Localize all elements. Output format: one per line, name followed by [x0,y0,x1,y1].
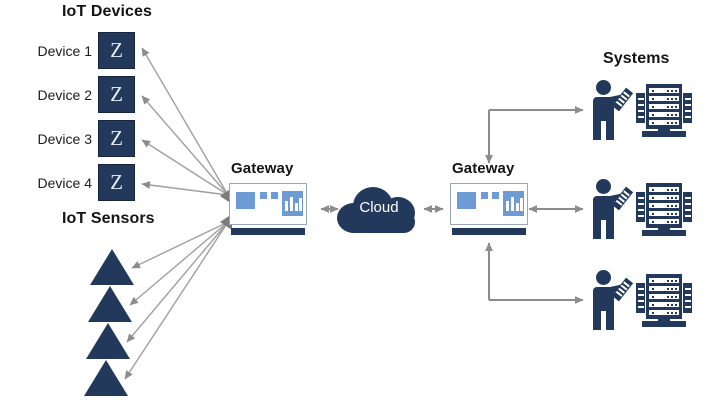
operator-person-icon [588,179,634,239]
gateway-panel-square-icon [457,192,476,209]
links-gateway-to-sensors [124,221,229,380]
sensor-node-3[interactable] [86,323,130,359]
gateway-left-base [231,228,305,235]
label-gateway-left: Gateway [231,160,294,177]
cloud-label: Cloud [359,199,399,216]
link-gateway-right-system-3 [485,242,584,304]
sensor-node-1[interactable] [90,249,134,285]
server-rack-icon [636,181,692,239]
device-label-1: Device 1 [37,43,92,59]
gateway-right-base [452,228,526,235]
tablet-icon [611,186,634,211]
device-label-4: Device 4 [37,175,92,191]
heading-iot-sensors: IoT Sensors [62,210,155,227]
gateway-bar-chart-icon [503,191,524,216]
sensor-node-2[interactable] [88,286,132,322]
sensor-node-4[interactable] [84,360,128,396]
device-node-4[interactable]: Z [98,164,135,201]
gateway-panel-dot-icon [271,192,278,199]
cloud-node[interactable]: Cloud [337,185,421,233]
system-node-1[interactable] [588,80,692,142]
gateway-bar-chart-icon [282,191,303,216]
label-gateway-right: Gateway [452,160,515,177]
cloud-base [343,211,415,233]
gateway-panel-dot-icon [260,192,267,199]
gateway-left-body [229,183,307,225]
tablet-icon [611,87,634,112]
server-rack-icon [636,82,692,140]
tablet-icon [611,277,634,302]
device-label-2: Device 2 [37,87,92,103]
link-gateway-right-system-1 [485,106,584,164]
gateway-left[interactable] [229,183,307,235]
links-gateway-to-devices [141,47,229,196]
gateway-right[interactable] [450,183,528,235]
device-label-3: Device 3 [37,131,92,147]
heading-iot-devices: IoT Devices [62,3,153,20]
gateway-right-body [450,183,528,225]
system-node-2[interactable] [588,179,692,241]
operator-person-icon [588,270,634,330]
gateway-panel-dot-icon [481,192,488,199]
gateway-panel-square-icon [236,192,255,209]
gateway-panel-dot-icon [492,192,499,199]
device-node-3[interactable]: Z [98,120,135,157]
heading-systems: Systems [603,50,670,67]
device-node-1[interactable]: Z [98,32,135,69]
system-node-3[interactable] [588,270,692,332]
server-rack-icon [636,272,692,330]
device-node-2[interactable]: Z [98,76,135,113]
operator-person-icon [588,80,634,140]
